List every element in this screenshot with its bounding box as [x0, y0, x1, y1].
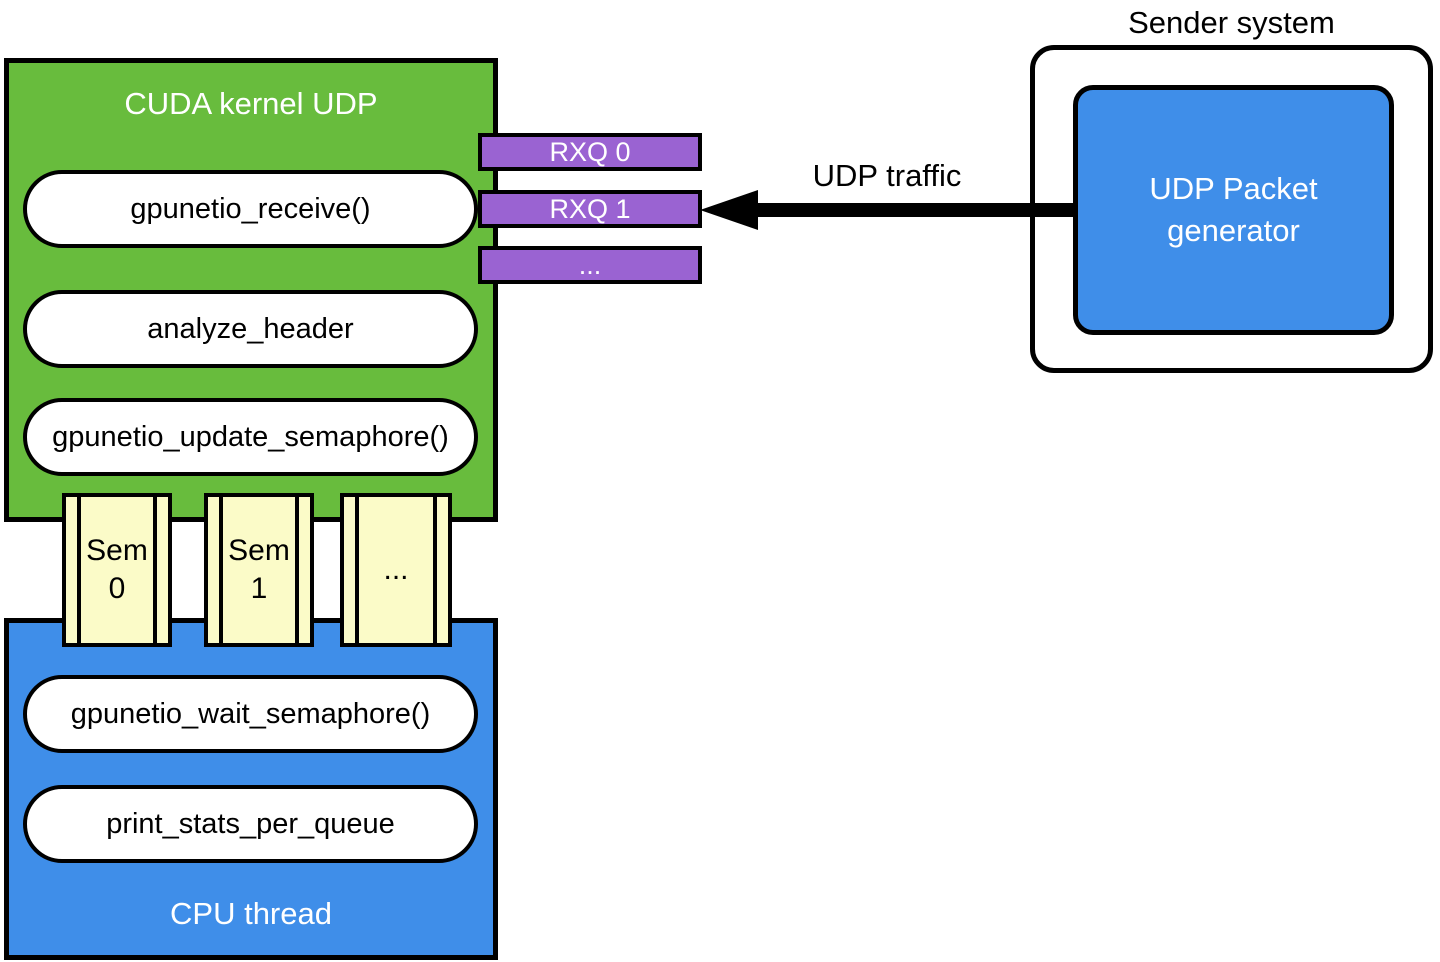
cuda-kernel-udp-title: CUDA kernel UDP [124, 86, 378, 121]
semaphore-1-label-line2: 1 [250, 572, 268, 605]
udp-traffic-arrow-shaft [750, 203, 1073, 217]
semaphore-rail-left [77, 497, 81, 643]
udp-packet-generator-label-line2: generator [1167, 213, 1300, 248]
udp-packet-generator-box: UDP Packet generator [1073, 85, 1394, 335]
semaphore-rail-right [433, 497, 437, 643]
semaphore-more-label-line1: ... [383, 553, 409, 586]
semaphore-1-label-line1: Sem [228, 534, 290, 567]
udp-traffic-arrow-head-icon [700, 190, 758, 230]
rxq-1-box: RXQ 1 [478, 190, 702, 228]
gpunetio-receive-pill: gpunetio_receive() [23, 170, 478, 248]
semaphore-rail-left [219, 497, 223, 643]
gpunetio-wait-semaphore-pill: gpunetio_wait_semaphore() [23, 675, 478, 753]
semaphore-rail-right [153, 497, 157, 643]
semaphore-rail-right [295, 497, 299, 643]
semaphore-rail-left [355, 497, 359, 643]
semaphore-more-box: ... [340, 493, 452, 647]
semaphore-0-label-line1: Sem [86, 534, 148, 567]
semaphore-0-label-line2: 0 [108, 572, 126, 605]
gpunetio-update-semaphore-pill: gpunetio_update_semaphore() [23, 398, 478, 476]
analyze-header-pill: analyze_header [23, 290, 478, 368]
cpu-thread-title: CPU thread [170, 896, 332, 931]
udp-packet-generator-label-line1: UDP Packet [1149, 171, 1318, 206]
rxq-0-box: RXQ 0 [478, 133, 702, 171]
rxq-more-box: ... [478, 246, 702, 284]
udp-traffic-label: UDP traffic [812, 158, 962, 193]
print-stats-per-queue-pill: print_stats_per_queue [23, 785, 478, 863]
semaphore-0-box: Sem 0 [62, 493, 172, 647]
semaphore-1-box: Sem 1 [204, 493, 314, 647]
sender-system-title: Sender system [1128, 5, 1335, 40]
